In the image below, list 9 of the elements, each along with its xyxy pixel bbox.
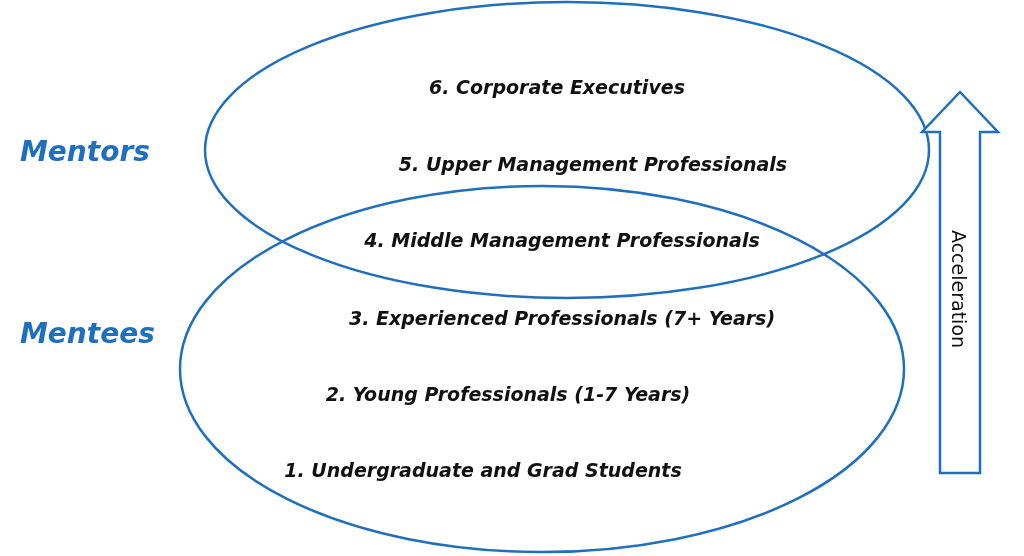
list-item-text: 4. Middle Management Professionals: [364, 229, 760, 251]
group-heading: Mentors: [20, 135, 150, 168]
list-item-text: 1. Undergraduate and Grad Students: [284, 459, 682, 481]
list-item-text: 5. Upper Management Professionals: [398, 153, 788, 175]
arrow-label: Acceleration: [948, 230, 970, 349]
list-item-text: 6. Corporate Executives: [429, 76, 685, 98]
group-heading: Mentees: [20, 317, 155, 350]
list-item-text: 2. Young Professionals (1-7 Years): [325, 383, 691, 405]
list-item-text: 3. Experienced Professionals (7+ Years): [348, 307, 776, 329]
